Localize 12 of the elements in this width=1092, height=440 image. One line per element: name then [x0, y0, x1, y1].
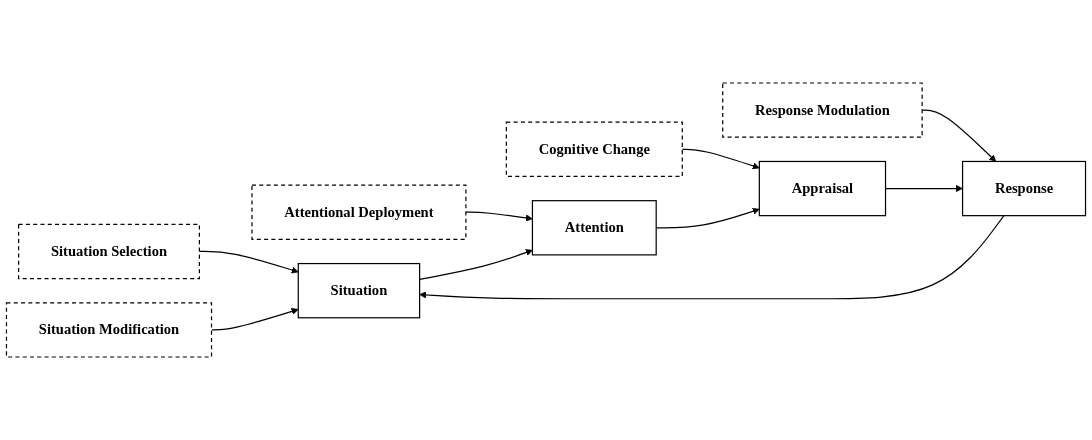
node-box: Situation Modification [5, 302, 213, 358]
node-box: Attention [531, 200, 657, 256]
arrow [419, 215, 1005, 300]
node-box: Appraisal [758, 160, 887, 217]
arrow [419, 249, 533, 280]
node-box: Cognitive Change [505, 121, 683, 178]
node-box: Situation [297, 262, 421, 319]
arrow [465, 211, 533, 222]
node-box: Response Modulation [722, 82, 923, 138]
node-box: Situation Selection [18, 223, 200, 280]
node-box: Response [961, 160, 1087, 217]
node-box: Attentional Deployment [251, 184, 467, 240]
